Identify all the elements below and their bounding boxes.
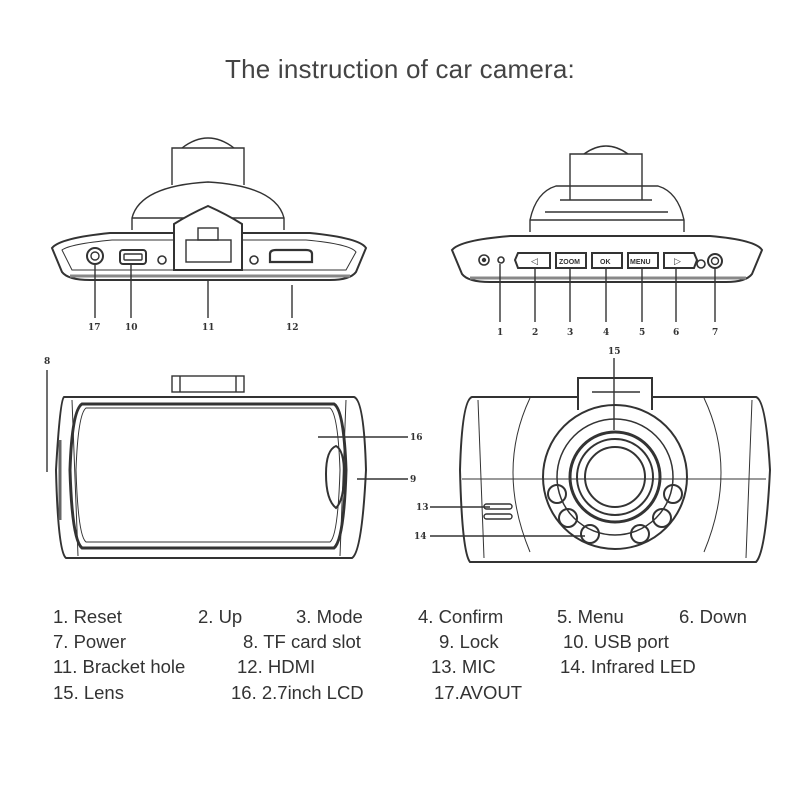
callout-6: 6 [673,328,679,338]
callout-2: 2 [532,328,538,338]
front-view: 15 13 14 [414,347,772,563]
callout-14: 14 [414,532,427,542]
avout-jack-icon [86,247,104,265]
svg-text:MENU: MENU [630,259,651,266]
legend-item-lock: 9. Lock [439,631,499,652]
power-button[interactable] [707,253,723,269]
callout-8: 8 [44,357,50,367]
legend-item-power: 7. Power [53,631,127,652]
legend-item-mic: 13. MIC [431,656,496,677]
callout-17: 17 [88,323,101,333]
callout-16: 16 [410,433,423,443]
legend-item-tf-card-slot: 8. TF card slot [243,631,361,652]
infrared-led-icon [547,484,683,544]
legend-item-up: 2. Up [198,606,243,627]
callout-7: 7 [712,328,718,338]
down-button[interactable]: ▷ [663,252,699,269]
callout-12: 12 [286,323,299,333]
legend-item-mode: 3. Mode [296,606,363,627]
callout-9: 9 [410,475,416,485]
legend-item-down: 6. Down [679,606,747,627]
hdmi-port-icon [268,248,314,264]
callout-3: 3 [567,328,573,338]
up-button[interactable]: ◁ [513,252,551,269]
svg-text:ZOOM: ZOOM [559,259,580,266]
callout-1: 1 [497,328,503,338]
callout-13: 13 [416,503,429,513]
legend-item-lens: 15. Lens [53,682,124,703]
menu-button[interactable]: MENU [627,252,659,269]
callout-15: 15 [608,347,621,357]
legend-item-confirm: 4. Confirm [418,606,504,627]
rear-view: 8 16 9 [44,357,423,559]
callout-5: 5 [639,328,645,338]
svg-text:▷: ▷ [674,256,681,266]
bracket-hole-icon [173,204,243,271]
top-view-left: 17 10 11 12 [50,137,368,333]
callout-11: 11 [202,323,215,333]
top-view-right: ◁ ZOOM OK MENU ▷ 1 2 3 [450,145,764,338]
legend-item-avout: 17.AVOUT [434,682,523,703]
legend-item-bracket-hole: 11. Bracket hole [53,656,186,677]
callout-4: 4 [603,328,609,338]
usb-port-icon [119,249,147,265]
reset-hole-icon [478,254,490,266]
lock-button[interactable] [324,444,346,510]
lens-icon [542,404,688,550]
lcd-screen [68,402,348,550]
page-title: The instruction of car camera: [225,54,575,84]
legend-item-hdmi: 12. HDMI [237,656,316,677]
svg-text:◁: ◁ [531,256,538,266]
legend-item-usb-port: 10. USB port [563,631,669,652]
svg-text:OK: OK [600,259,611,266]
legend-item-reset: 1. Reset [53,606,122,627]
legend-item-lcd: 16. 2.7inch LCD [231,682,364,703]
callout-10: 10 [125,323,138,333]
confirm-ok-button[interactable]: OK [591,252,623,269]
mic-grille-icon [483,503,513,520]
legend-item-infrared-led: 14. Infrared LED [560,656,696,677]
legend-item-menu: 5. Menu [557,606,624,627]
mode-zoom-button[interactable]: ZOOM [555,252,587,269]
